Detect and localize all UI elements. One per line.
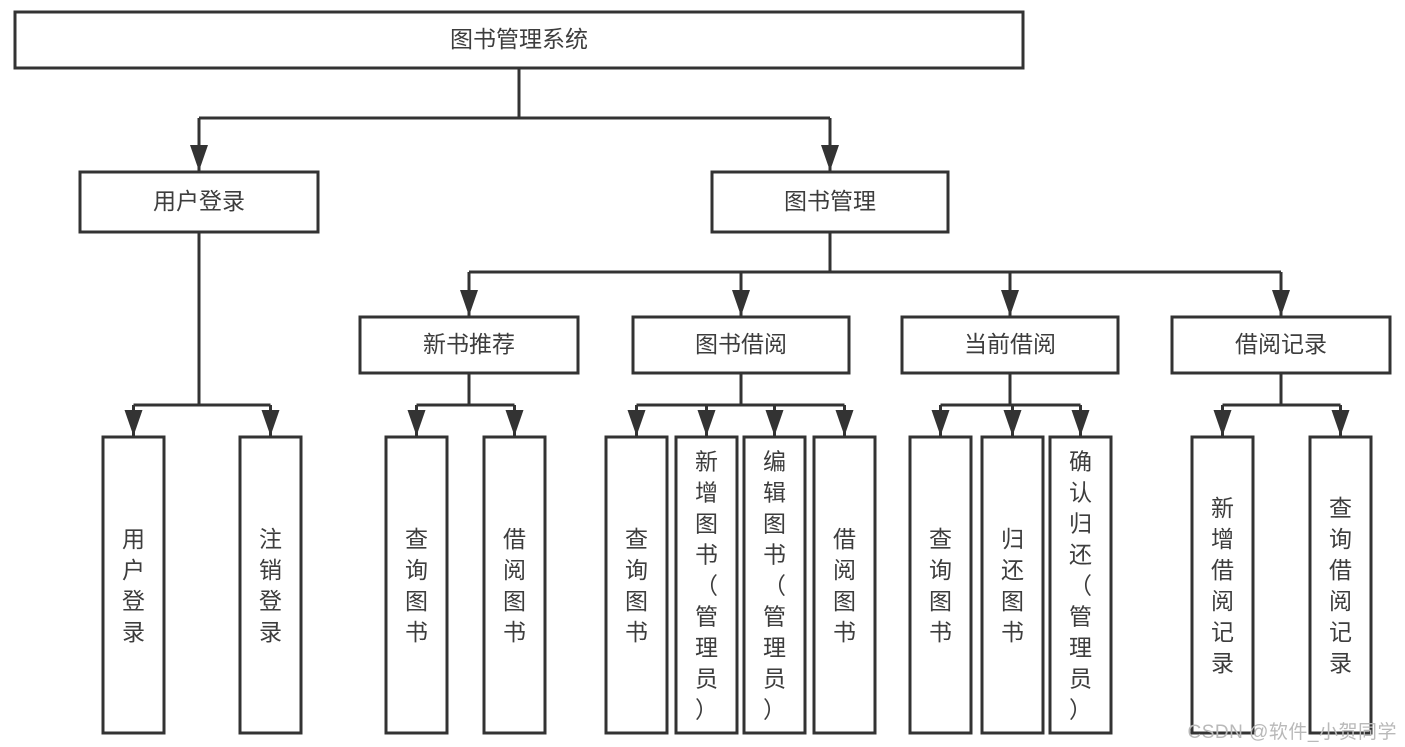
leaf-注销登录-label: 注销登录 [259,526,282,645]
leaf-查询图书[interactable]: 查询图书 [604,435,669,735]
l2-用户登录-arrow-1 [261,410,280,436]
leaf-注销登录-rect [238,435,303,735]
l3-当前借阅-arrow-1 [1003,410,1022,436]
node-l3-当前借阅-label: 当前借阅 [964,331,1056,357]
node-l3-新书推荐-rect [358,315,580,375]
leaf-查询图书-rect [384,435,449,735]
node-l3-图书借阅[interactable]: 图书借阅 [631,315,851,375]
leaf-查询图书-label: 查询图书 [929,526,952,645]
l2-图书管理-arrow-2 [1001,290,1019,316]
leaf-借阅图书[interactable]: 借阅图书 [812,435,877,735]
leaf-借阅图书[interactable]: 借阅图书 [482,435,547,735]
leaf-确认归还管理员-label: 确认归还（管理员） [1069,449,1092,723]
node-l3-借阅记录-label: 借阅记录 [1235,331,1327,357]
l2-图书管理-arrow-1 [732,290,750,316]
node-l3-新书推荐[interactable]: 新书推荐 [358,315,580,375]
leaf-借阅图书-label: 借阅图书 [833,526,856,645]
leaf-借阅图书-rect [812,435,877,735]
leaf-确认归还管理员[interactable]: 确认归还（管理员） [1048,435,1113,735]
leaf-新增借阅记录[interactable]: 新增借阅记录 [1190,435,1255,735]
l3-新书推荐-arrow-0 [407,410,426,436]
node-root-图书管理系统-rect [13,10,1025,70]
leaf-查询图书-rect [604,435,669,735]
l3-当前借阅-arrow-2 [1071,410,1090,436]
node-l2-用户登录-label: 用户登录 [153,188,245,214]
l3-新书推荐-arrow-1 [505,410,524,436]
leaf-新增图书管理员-label: 新增图书（管理员） [695,449,718,723]
leaf-确认归还管理员-rect [1048,435,1113,735]
l2-图书管理-arrow-0 [460,290,478,316]
leaf-借阅图书-rect [482,435,547,735]
leaf-归还图书[interactable]: 归还图书 [980,435,1045,735]
node-l3-新书推荐-label: 新书推荐 [423,331,515,357]
leaf-查询图书-label: 查询图书 [625,526,648,645]
leaf-归还图书-label: 归还图书 [1001,526,1024,645]
node-l2-图书管理[interactable]: 图书管理 [710,170,950,234]
leaf-查询图书[interactable]: 查询图书 [908,435,973,735]
leaf-编辑图书管理员-label: 编辑图书（管理员） [763,449,786,723]
leaf-用户登录-label: 用户登录 [122,526,145,645]
leaf-编辑图书管理员-rect [742,435,807,735]
l3-借阅记录-arrow-1 [1331,410,1350,436]
node-l2-图书管理-label: 图书管理 [784,188,876,214]
l3-图书借阅-arrow-1 [697,410,716,436]
leaf-新增图书管理员[interactable]: 新增图书（管理员） [674,435,739,735]
node-l3-图书借阅-label: 图书借阅 [695,331,787,357]
node-l3-当前借阅[interactable]: 当前借阅 [900,315,1120,375]
leaf-查询借阅记录[interactable]: 查询借阅记录 [1308,435,1373,735]
leaf-查询图书-label: 查询图书 [405,526,428,645]
l3-图书借阅-arrow-3 [835,410,854,436]
l2-图书管理-arrow-3 [1272,290,1290,316]
node-l3-借阅记录-rect [1170,315,1392,375]
node-l2-用户登录[interactable]: 用户登录 [78,170,320,234]
leaf-查询借阅记录-rect [1308,435,1373,735]
node-l3-当前借阅-rect [900,315,1120,375]
node-l2-用户登录-rect [78,170,320,234]
leaf-借阅图书-label: 借阅图书 [503,526,526,645]
l3-图书借阅-arrow-2 [765,410,784,436]
leaf-查询图书[interactable]: 查询图书 [384,435,449,735]
leaf-用户登录-rect [101,435,166,735]
leaf-新增借阅记录-label: 新增借阅记录 [1211,495,1234,676]
leaf-新增图书管理员-rect [674,435,739,735]
node-l2-图书管理-rect [710,170,950,234]
leaf-注销登录[interactable]: 注销登录 [238,435,303,735]
leaf-编辑图书管理员[interactable]: 编辑图书（管理员） [742,435,807,735]
l2-用户登录-arrow-0 [124,410,143,436]
node-root-图书管理系统[interactable]: 图书管理系统 [13,10,1025,70]
l3-图书借阅-arrow-0 [627,410,646,436]
node-l3-借阅记录[interactable]: 借阅记录 [1170,315,1392,375]
l3-借阅记录-arrow-0 [1213,410,1232,436]
leaf-查询借阅记录-label: 查询借阅记录 [1329,495,1352,676]
connector-layer [124,68,1350,436]
leaf-查询图书-rect [908,435,973,735]
node-l3-图书借阅-rect [631,315,851,375]
leaf-用户登录[interactable]: 用户登录 [101,435,166,735]
root-arrow-0 [190,145,208,171]
node-root-图书管理系统-label: 图书管理系统 [450,26,588,52]
l3-当前借阅-arrow-0 [931,410,950,436]
leaf-新增借阅记录-rect [1190,435,1255,735]
leaf-归还图书-rect [980,435,1045,735]
root-arrow-1 [821,145,839,171]
